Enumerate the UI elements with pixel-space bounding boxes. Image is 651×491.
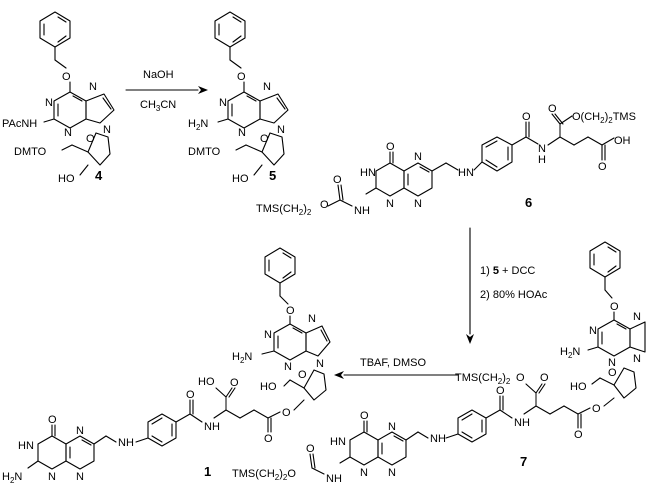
c1-acid-o-label: O bbox=[230, 377, 239, 389]
c6-carbamate-o2-label: O bbox=[320, 199, 329, 211]
step2-condition-2: 2) 80% HOAc bbox=[480, 289, 548, 301]
c7-tms-ester-co-label: O bbox=[540, 372, 549, 384]
c7-amide-n-label: NH bbox=[514, 417, 530, 429]
c4-n1-label: N bbox=[45, 97, 53, 109]
c4-n3-label: N bbox=[64, 127, 72, 139]
compound-1-number: 1 bbox=[204, 464, 211, 479]
c7-h2n-label: H2N bbox=[560, 346, 580, 360]
c1-h2n-label: H2N bbox=[232, 351, 252, 365]
step3-reagents: TBAF, DMSO bbox=[360, 357, 426, 369]
c5-ring-o-label: O bbox=[260, 133, 269, 145]
c1-n8-label: N bbox=[76, 471, 84, 483]
compound-7: O N N N N H2N O HO O O O O TMS(CH2)2 N bbox=[232, 241, 646, 485]
arrow-step2: 1) 5 + DCC 2) 80% HOAc bbox=[466, 227, 548, 344]
c6-amide-n-label: N bbox=[538, 143, 546, 155]
c5-o6-label: O bbox=[237, 71, 246, 83]
c1-n7-label: N bbox=[308, 313, 316, 325]
c7-ring-o-label: O bbox=[608, 367, 617, 379]
c1-h2n-pt-label: H2N bbox=[2, 471, 22, 485]
compound-6-number: 6 bbox=[525, 195, 532, 210]
c7-ester-co-label: O bbox=[574, 429, 583, 441]
c4-ring-o-label: O bbox=[86, 133, 95, 145]
c6-carbamate-o-label: O bbox=[333, 174, 342, 186]
c7-o-pt-label: O bbox=[360, 410, 369, 422]
c6-tms-label: TMS(CH2)2 bbox=[256, 203, 312, 217]
c1-ester-co-label: O bbox=[264, 433, 273, 445]
c4-n9-label: N bbox=[103, 124, 111, 136]
compound-7-number: 7 bbox=[520, 454, 527, 469]
compound-4: O N N N N PAcNH O DMTO HO 4 bbox=[2, 11, 115, 185]
c7-n8-label: N bbox=[388, 467, 396, 479]
arrow-step3: TBAF, DMSO bbox=[334, 357, 459, 379]
c7-ester-o-label: O bbox=[592, 403, 601, 415]
c5-ho-label: HO bbox=[232, 173, 249, 185]
c4-pacnh-label: PAcNH bbox=[2, 118, 37, 130]
c6-acid-oh-label: OH bbox=[614, 135, 631, 147]
c6-ester-co-label: O bbox=[548, 103, 557, 115]
c6-amide-o-label: O bbox=[522, 111, 531, 123]
c7-n3-label: N bbox=[608, 357, 616, 369]
c6-n1-label: N bbox=[386, 198, 394, 210]
c7-n1-label: N bbox=[360, 467, 368, 479]
c7-tms-ester-o-label: O bbox=[516, 372, 525, 384]
c1-o-bz-label: O bbox=[286, 305, 295, 317]
c1-amide-n-label: NH bbox=[204, 421, 220, 433]
c7-amide-o-label: O bbox=[496, 385, 505, 397]
c1-ho-label: HO bbox=[260, 381, 277, 393]
c1-amide-o-label: O bbox=[186, 389, 195, 401]
c1-n9-label: N bbox=[316, 358, 324, 370]
c5-n7-label: N bbox=[263, 81, 271, 93]
step1-solvent: CH3CN bbox=[140, 99, 176, 113]
c7-n1-label: N bbox=[589, 325, 597, 337]
compound-5: O N N N N H2N O DMTO HO 5 bbox=[188, 11, 289, 185]
c1-n1-label: N bbox=[264, 329, 272, 341]
c6-n8-label: N bbox=[414, 198, 422, 210]
compound-1: O N N N N H2N O HO O O O HO NH bbox=[2, 247, 331, 485]
c6-acid-o-label: O bbox=[598, 161, 607, 173]
c7-nh-link-label: NH bbox=[430, 433, 446, 445]
c6-n5-label: N bbox=[414, 151, 422, 163]
c1-o-pt-label: O bbox=[48, 414, 57, 426]
c7-n9-label: N bbox=[633, 353, 641, 365]
compound-6: O N N N HN NH O O TMS(CH2)2 HN O N H O bbox=[256, 103, 636, 217]
c1-n1-label: N bbox=[48, 471, 56, 483]
compound-4-number: 4 bbox=[95, 168, 103, 183]
c7-ho-label: HO bbox=[570, 381, 587, 393]
c5-h2n-label: H2N bbox=[188, 118, 208, 132]
c6-tms-ester-label: O(CH2)2TMS bbox=[572, 111, 636, 125]
c1-ring-o-label: O bbox=[298, 369, 307, 381]
c4-n7-label: N bbox=[89, 81, 97, 93]
c7-tms-label: TMS(CH2)2 bbox=[455, 372, 511, 386]
c7-tms2-label: TMS(CH2)2O bbox=[232, 468, 296, 482]
c7-n5-label: N bbox=[388, 421, 396, 433]
c1-n5-label: N bbox=[76, 425, 84, 437]
c6-amide-h-label: H bbox=[538, 154, 546, 166]
c6-hn-label: HN bbox=[360, 167, 376, 179]
c1-n3-label: N bbox=[284, 361, 292, 373]
step1-reagent: NaOH bbox=[143, 69, 174, 81]
c4-o6-label: O bbox=[62, 71, 71, 83]
c5-n3-label: N bbox=[238, 127, 246, 139]
c7-o-bz-label: O bbox=[610, 301, 619, 313]
c1-nh-link-label: NH bbox=[118, 437, 134, 449]
c7-nh-carbamate-label: NH bbox=[326, 473, 342, 485]
c7-hn-label: HN bbox=[330, 436, 346, 448]
c7-n7-label: N bbox=[633, 311, 641, 323]
c7-carbamate-o-label: O bbox=[306, 443, 315, 455]
c4-ho-label: HO bbox=[58, 173, 75, 185]
c5-n9-label: N bbox=[277, 124, 285, 136]
c1-acid-ho-label: HO bbox=[198, 376, 215, 388]
arrow-step1: NaOH CH3CN bbox=[125, 69, 208, 113]
c6-nh-link-label: HN bbox=[458, 167, 474, 179]
c5-n1-label: N bbox=[219, 97, 227, 109]
c6-nh-carbamate-label: NH bbox=[354, 205, 370, 217]
c1-ester-o-label: O bbox=[282, 407, 291, 419]
step2-condition-1: 1) 5 + DCC bbox=[480, 265, 535, 277]
c5-dmto-label: DMTO bbox=[188, 146, 221, 158]
compound-5-number: 5 bbox=[269, 168, 276, 183]
c6-o-pt-label: O bbox=[386, 141, 395, 153]
c4-dmto-label: DMTO bbox=[14, 146, 47, 158]
c1-hn-label: HN bbox=[18, 440, 34, 452]
